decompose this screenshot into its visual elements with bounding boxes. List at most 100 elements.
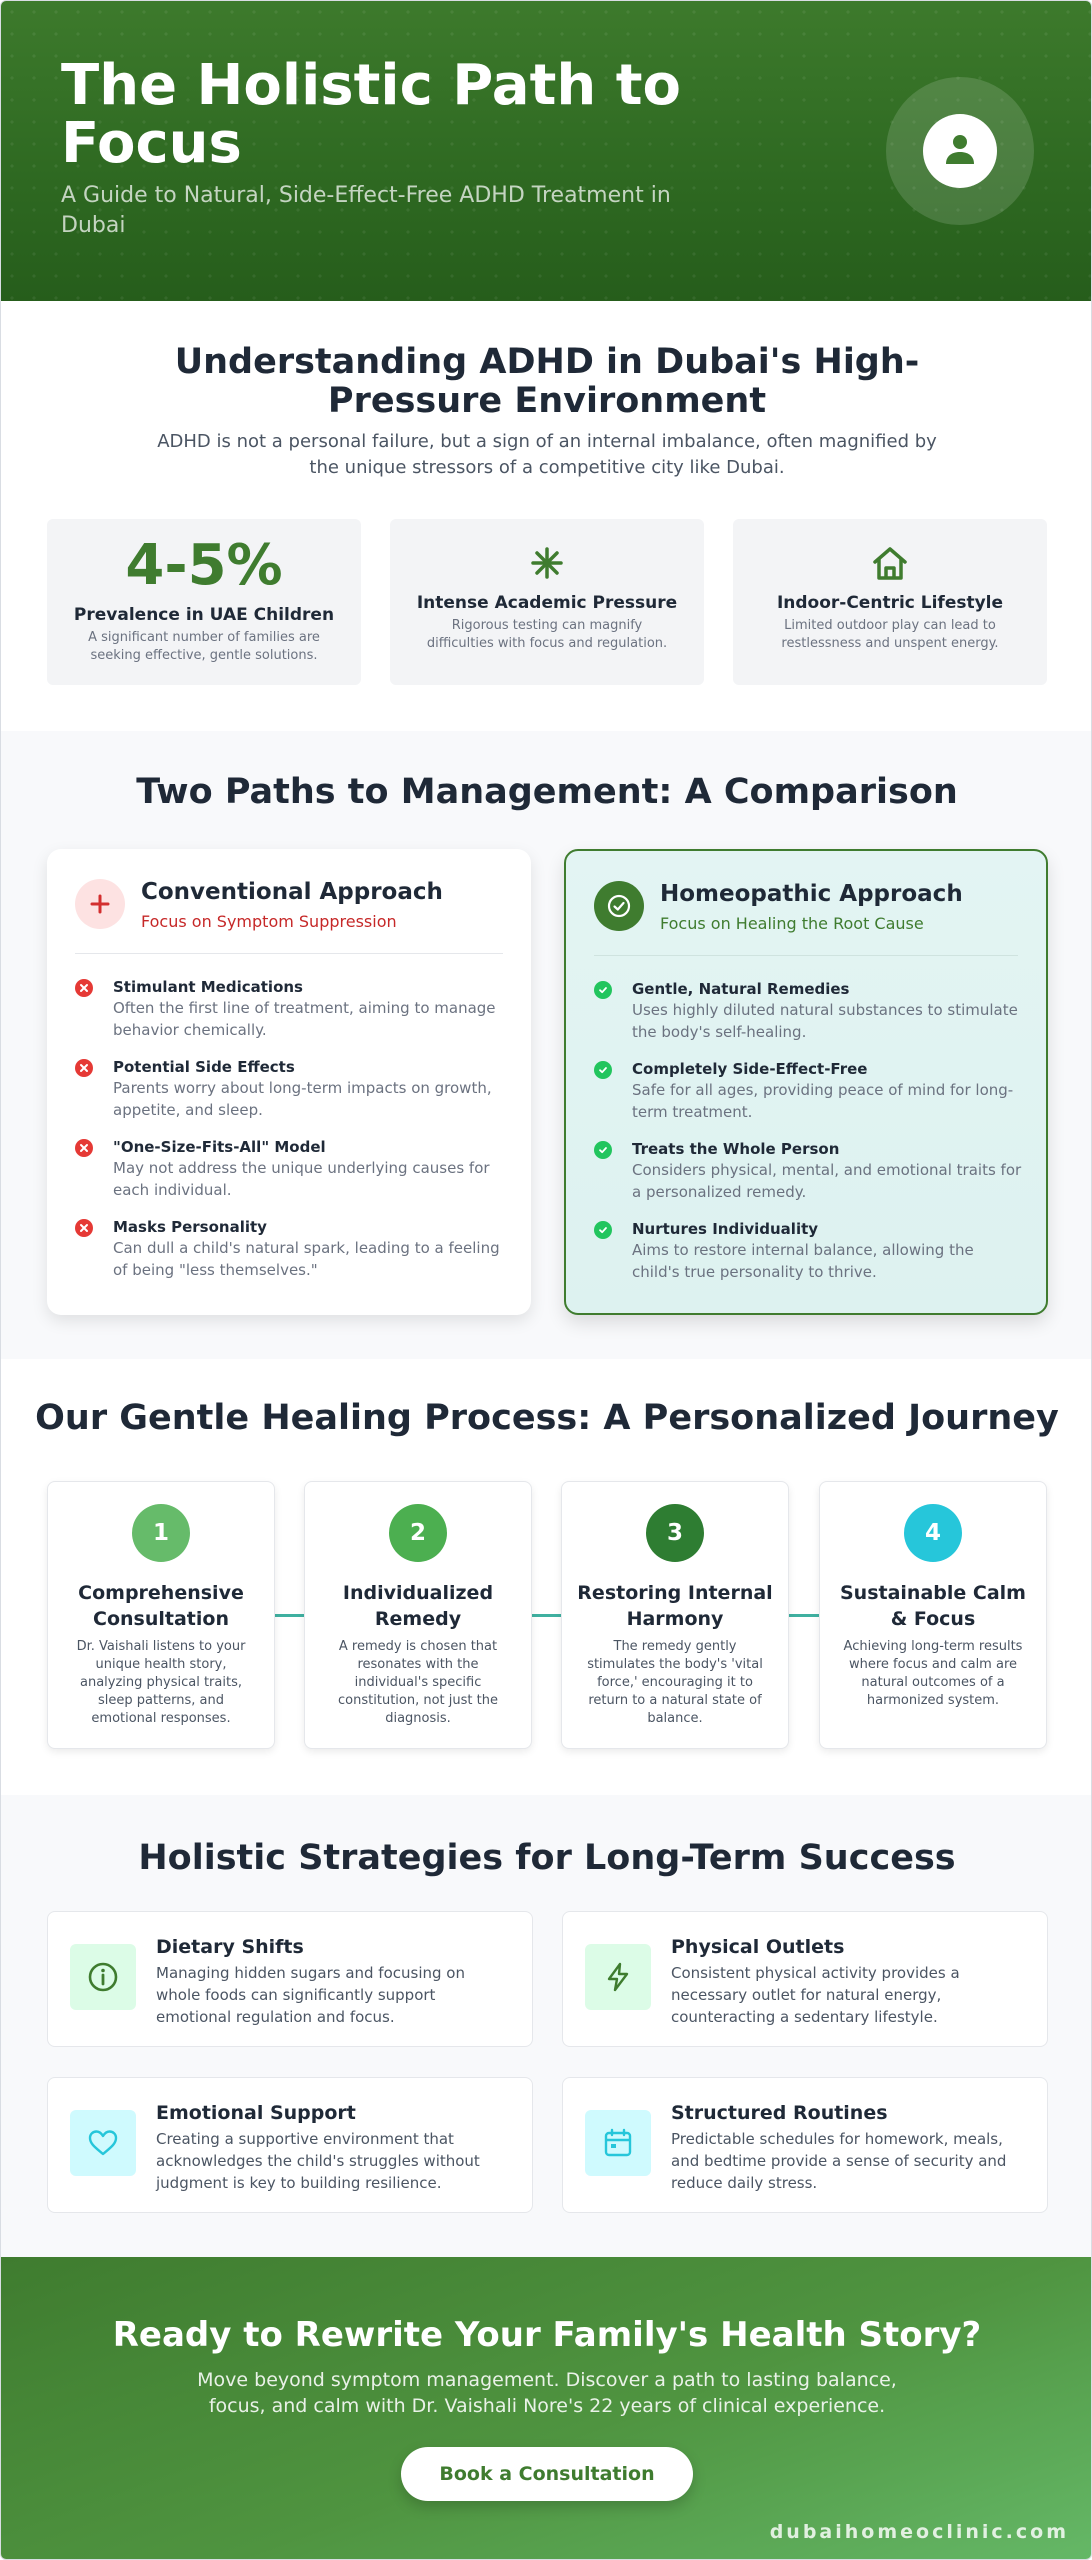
strategy-card-diet: Dietary Shifts Managing hidden sugars an…	[47, 1911, 533, 2047]
book-consultation-button[interactable]: Book a Consultation	[401, 2447, 693, 2501]
strategy-card-emotional: Emotional Support Creating a supportive …	[47, 2077, 533, 2213]
strategy-title: Emotional Support	[156, 2102, 356, 2124]
lightning-icon	[585, 1944, 651, 2010]
stat-text: Rigorous testing can magnify difficultie…	[426, 618, 668, 651]
homeopathic-item: Nurtures Individuality Aims to restore i…	[594, 1219, 1022, 1283]
conventional-card: Conventional Approach Focus on Symptom S…	[47, 849, 531, 1315]
item-text: Often the first line of treatment, aimin…	[113, 999, 496, 1039]
plus-icon	[75, 879, 125, 929]
website-domain: dubaihomeoclinic.com	[769, 2521, 1069, 2543]
process-section: Our Gentle Healing Process: A Personaliz…	[1, 1359, 1091, 1795]
check-circle-icon	[594, 1141, 612, 1159]
stat-card-prevalence: 4-5% Prevalence in UAE Children A signif…	[47, 519, 361, 685]
x-circle-icon	[75, 1219, 93, 1237]
divider	[75, 953, 503, 954]
conventional-item: Potential Side Effects Parents worry abo…	[75, 1057, 507, 1121]
calendar-icon	[585, 2110, 651, 2176]
item-text: Can dull a child's natural spark, leadin…	[113, 1239, 500, 1279]
step-title: Sustainable Calm & Focus	[840, 1582, 1026, 1630]
stat-value: 4-5%	[125, 533, 283, 598]
check-circle-icon	[594, 1221, 612, 1239]
strategy-text: Consistent physical activity provides a …	[671, 1964, 960, 2026]
comparison-section: Two Paths to Management: A Comparison Co…	[1, 731, 1091, 1359]
homeopathic-item: Gentle, Natural Remedies Uses highly dil…	[594, 979, 1022, 1043]
step-text: Achieving long-term results where focus …	[843, 1639, 1023, 1708]
step-text: The remedy gently stimulates the body's …	[587, 1639, 763, 1726]
item-text: Safe for all ages, providing peace of mi…	[632, 1081, 1014, 1121]
x-circle-icon	[75, 1139, 93, 1157]
user-icon	[923, 114, 997, 188]
stat-card-lifestyle: Indoor-Centric Lifestyle Limited outdoor…	[733, 519, 1047, 685]
item-title: Gentle, Natural Remedies	[632, 980, 850, 998]
process-step: 1 Comprehensive Consultation Dr. Vaishal…	[47, 1481, 275, 1749]
strategies-title: Holistic Strategies for Long-Term Succes…	[138, 1838, 956, 1878]
process-step: 3 Restoring Internal Harmony The remedy …	[561, 1481, 789, 1749]
step-number: 1	[132, 1504, 190, 1562]
x-circle-icon	[75, 979, 93, 997]
item-title: "One-Size-Fits-All" Model	[113, 1138, 326, 1156]
hero-title: The Holistic Path to Focus	[61, 53, 681, 176]
cta-section: Ready to Rewrite Your Family's Health St…	[1, 2257, 1091, 2559]
check-circle-icon	[594, 981, 612, 999]
strategy-title: Dietary Shifts	[156, 1936, 304, 1958]
x-circle-icon	[75, 1059, 93, 1077]
strategy-text: Managing hidden sugars and focusing on w…	[156, 1964, 465, 2026]
process-step: 2 Individualized Remedy A remedy is chos…	[304, 1481, 532, 1749]
strategy-card-physical: Physical Outlets Consistent physical act…	[562, 1911, 1048, 2047]
cta-text: Move beyond symptom management. Discover…	[197, 2369, 897, 2417]
homeopathic-title: Homeopathic Approach	[660, 881, 963, 907]
item-text: Considers physical, mental, and emotiona…	[632, 1161, 1022, 1201]
process-step: 4 Sustainable Calm & Focus Achieving lon…	[819, 1481, 1047, 1749]
cta-title: Ready to Rewrite Your Family's Health St…	[112, 2315, 982, 2355]
check-circle-icon	[594, 881, 644, 931]
understanding-description: ADHD is not a personal failure, but a si…	[157, 431, 937, 478]
homeopathic-item: Treats the Whole Person Considers physic…	[594, 1139, 1022, 1203]
check-circle-icon	[594, 1061, 612, 1079]
item-title: Treats the Whole Person	[632, 1140, 840, 1158]
hero-subtitle: A Guide to Natural, Side-Effect-Free ADH…	[61, 183, 671, 238]
stat-card-pressure: Intense Academic Pressure Rigorous testi…	[390, 519, 704, 685]
info-icon	[70, 1944, 136, 2010]
comparison-title: Two Paths to Management: A Comparison	[136, 772, 958, 812]
divider	[594, 955, 1018, 956]
strategy-title: Physical Outlets	[671, 1936, 845, 1958]
item-title: Completely Side-Effect-Free	[632, 1060, 868, 1078]
step-number: 4	[904, 1504, 962, 1562]
step-number: 3	[646, 1504, 704, 1562]
step-text: A remedy is chosen that resonates with t…	[338, 1639, 498, 1726]
step-title: Individualized Remedy	[342, 1582, 494, 1630]
strategies-section: Holistic Strategies for Long-Term Succes…	[1, 1795, 1091, 2257]
hero-banner: The Holistic Path to Focus A Guide to Na…	[1, 1, 1091, 301]
stat-title: Prevalence in UAE Children	[73, 605, 335, 625]
item-text: Aims to restore internal balance, allowi…	[632, 1241, 974, 1281]
home-icon	[868, 541, 912, 585]
process-title: Our Gentle Healing Process: A Personaliz…	[35, 1398, 1059, 1438]
strategy-text: Predictable schedules for homework, meal…	[671, 2130, 1007, 2192]
item-text: Parents worry about long-term impacts on…	[113, 1079, 492, 1119]
asterisk-icon	[525, 541, 569, 585]
strategy-title: Structured Routines	[671, 2102, 888, 2124]
strategy-card-routines: Structured Routines Predictable schedule…	[562, 2077, 1048, 2213]
item-title: Stimulant Medications	[113, 978, 303, 996]
conventional-item: "One-Size-Fits-All" Model May not addres…	[75, 1137, 507, 1201]
stat-text: A significant number of families are see…	[88, 630, 320, 663]
step-text: Dr. Vaishali listens to your unique heal…	[76, 1639, 246, 1726]
homeopathic-subtitle: Focus on Healing the Root Cause	[660, 914, 924, 933]
item-title: Masks Personality	[113, 1218, 267, 1236]
understanding-title: Understanding ADHD in Dubai's High-Press…	[174, 342, 920, 421]
step-connector	[273, 1614, 305, 1617]
conventional-item: Stimulant Medications Often the first li…	[75, 977, 507, 1041]
step-title: Restoring Internal Harmony	[577, 1582, 773, 1630]
step-connector	[788, 1614, 820, 1617]
stat-title: Intense Academic Pressure	[416, 593, 678, 613]
strategy-text: Creating a supportive environment that a…	[156, 2130, 480, 2192]
step-connector	[531, 1614, 563, 1617]
item-title: Potential Side Effects	[113, 1058, 295, 1076]
homeopathic-item: Completely Side-Effect-Free Safe for all…	[594, 1059, 1022, 1123]
homeopathic-card: Homeopathic Approach Focus on Healing th…	[564, 849, 1048, 1315]
conventional-title: Conventional Approach	[141, 879, 443, 905]
item-title: Nurtures Individuality	[632, 1220, 819, 1238]
step-title: Comprehensive Consultation	[78, 1582, 244, 1630]
heart-icon	[70, 2110, 136, 2176]
